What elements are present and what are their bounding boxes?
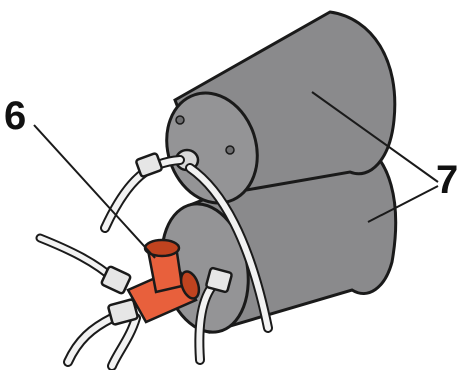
fitting-top: [136, 153, 163, 177]
callout-7-label: 7: [436, 160, 458, 200]
fitting-right: [206, 267, 232, 292]
callout-6-label: 6: [4, 96, 26, 136]
leader-line-6: [34, 125, 155, 258]
